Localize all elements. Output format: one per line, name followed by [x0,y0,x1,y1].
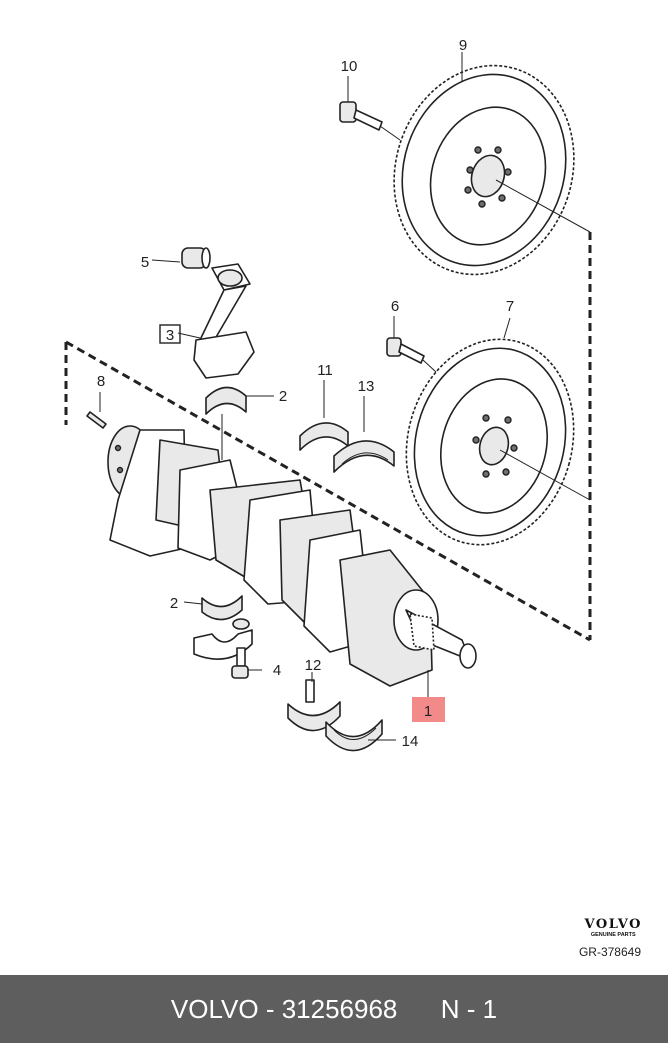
callout-1-highlight [412,697,445,722]
callout-13: 13 [358,378,375,395]
callout-4: 4 [273,662,281,679]
conrod-bearing-upper[interactable] [205,386,247,415]
footer-separator: - [258,993,282,1024]
piston-pin-bushing[interactable] [181,247,211,269]
exploded-parts-diagram: 9 10 5 6 7 3 11 8 13 2 2 12 4 1 14 [64,37,601,752]
assembly-boundary-dashed-line [64,232,592,642]
crankshaft[interactable] [107,425,477,687]
dowel-pin[interactable] [86,411,107,429]
callout-9: 9 [459,37,467,54]
callout-6: 6 [391,298,399,315]
callout-8: 8 [97,373,105,390]
callout-1: 1 [424,703,432,720]
thrust-bearing-upper[interactable] [333,440,395,473]
main-bearing-lower[interactable] [287,679,341,732]
callout-2-lower: 2 [170,595,178,612]
flywheel-bolt[interactable] [339,101,383,131]
flywheel-lower[interactable] [384,320,596,563]
conrod-bolt[interactable] [231,647,249,679]
callout-10: 10 [341,58,358,75]
callout-11: 11 [317,362,333,379]
callout-2-upper: 2 [279,388,287,405]
thrust-bearing-lower[interactable] [325,719,383,752]
footer-brand: VOLVO [170,993,259,1024]
callout-3: 3 [166,327,174,344]
logo-tagline: GENUINE PARTS [590,932,636,938]
footer-position: N - 1 [440,993,498,1024]
flywheel-upper[interactable] [368,42,601,298]
callout-3-box [159,324,181,344]
callout-14: 14 [402,733,419,750]
footer-bar: VOLVO - 31256968 N - 1 [0,975,668,1043]
volvo-logo: VOLVO GENUINE PARTS [585,918,642,939]
footer-gap [397,994,440,1025]
logo-wordmark: VOLVO [584,917,642,932]
footer-part-number: 31256968 [281,993,398,1024]
callout-7: 7 [506,298,514,315]
callout-12: 12 [305,657,322,674]
diagram-reference: GR-378649 [578,945,641,959]
conrod-bearing-lower[interactable] [201,595,243,621]
main-bearing-upper[interactable] [299,422,349,451]
callout-5: 5 [141,254,149,271]
flywheel-lower-bolt[interactable] [386,337,425,364]
connecting-rod[interactable] [193,263,255,379]
